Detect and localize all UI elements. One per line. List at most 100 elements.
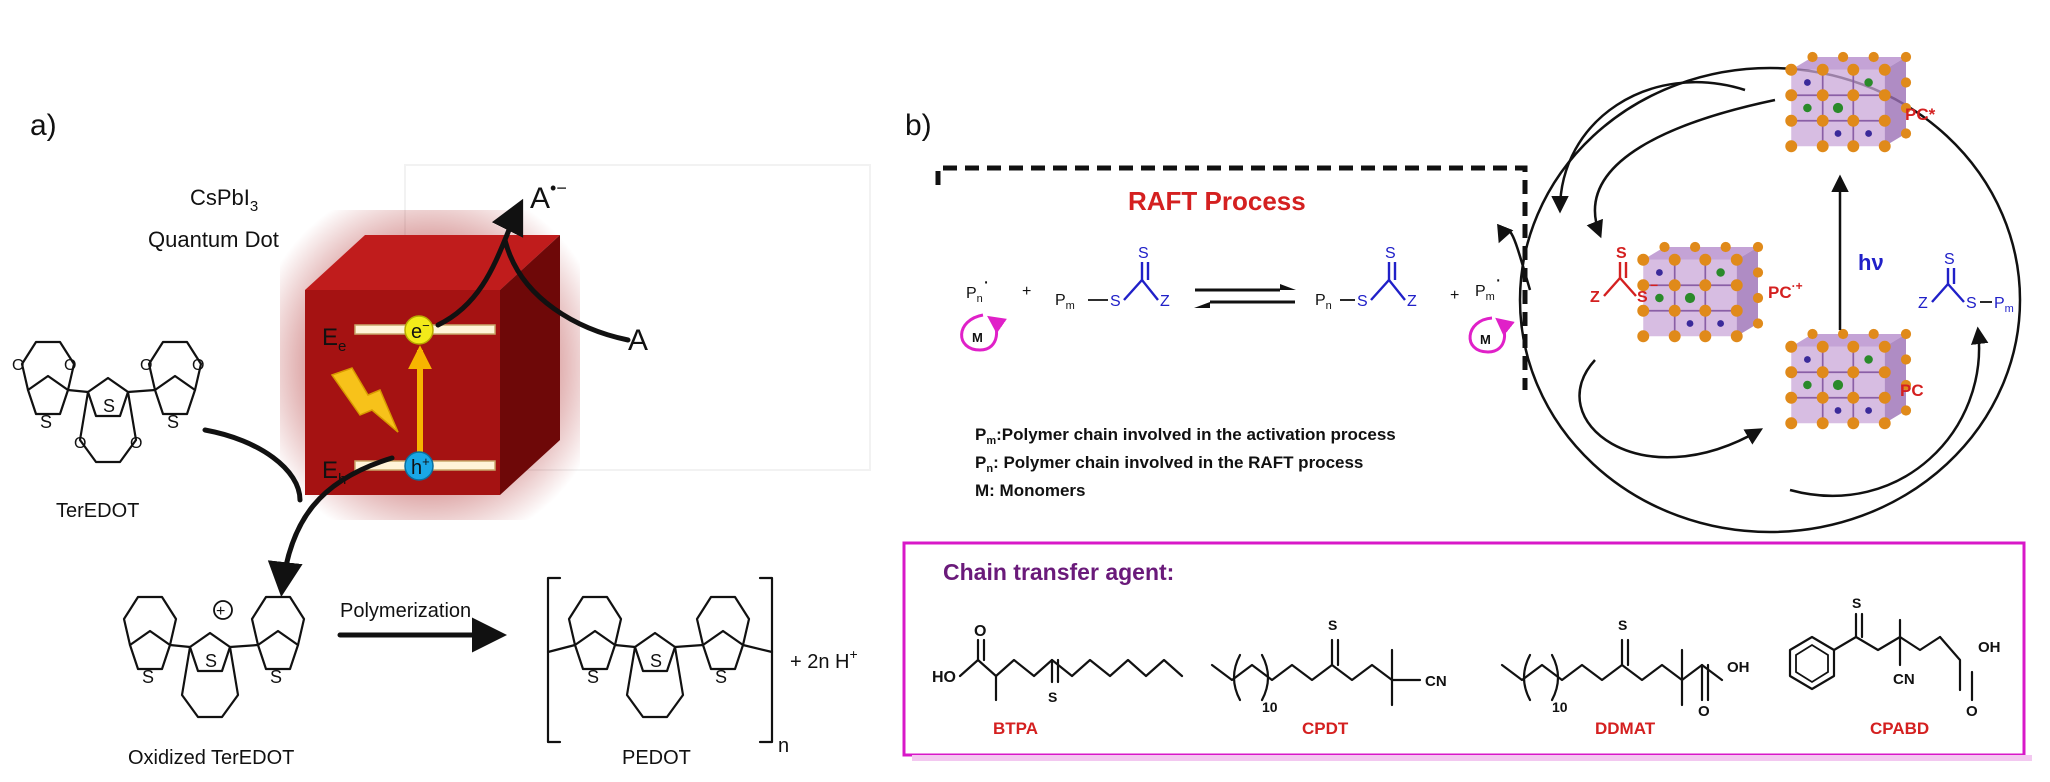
atom-o: O: [64, 357, 76, 374]
pm-symbol: P: [1055, 292, 1066, 309]
atom-s: S: [1110, 293, 1121, 310]
atom-s: S: [715, 667, 727, 687]
pc-radical-cation-charge: ·+: [1792, 279, 1803, 293]
atom-s: S: [167, 412, 179, 432]
svg-text:Pm·: Pm·: [1475, 269, 1502, 303]
oxidized-teredot-molecule: + S S S: [122, 595, 306, 719]
svg-text:PC·+: PC·+: [1768, 279, 1803, 302]
pn-symbol: P: [966, 285, 977, 302]
atom-s: S: [1637, 289, 1648, 306]
cube-top: [305, 235, 560, 290]
pc-label: PC: [1900, 381, 1924, 400]
raft-equation: Pn· M + Pm S S Z Pn S S Z: [960, 245, 1515, 354]
acceptor-arrow: [502, 237, 631, 343]
level-e-label: E: [322, 324, 338, 351]
atom-ho: HO: [932, 669, 956, 686]
cycle-arrow-to-anion: [1586, 98, 1776, 239]
polymerization-label: Polymerization: [340, 600, 471, 622]
plus-sign: +: [1450, 287, 1459, 304]
atom-o: O: [140, 357, 152, 374]
electron-symbol: e: [411, 321, 422, 343]
svg-text:CsPbI3: CsPbI3: [190, 185, 258, 215]
monomer-cycle-arrow: [1468, 316, 1515, 354]
panel-a-label: a): [30, 109, 57, 142]
atom-cn: CN: [1893, 671, 1915, 688]
atom-s: S: [1966, 295, 1977, 312]
svg-text:Pn: Polymer chain involved in: Pn: Polymer chain involved in the RAFT p…: [975, 453, 1363, 475]
panel-b-label: b): [905, 109, 932, 142]
svg-text:+ 2n H+: + 2n H+: [790, 646, 858, 673]
radical-dot: ·: [983, 271, 990, 293]
atom-s: S: [103, 396, 115, 416]
atom-z: Z: [1407, 293, 1417, 310]
chain-length: 10: [1552, 699, 1568, 715]
pm-symbol: P: [1994, 295, 2005, 312]
polymer-subscript: n: [778, 735, 789, 757]
atom-s: S: [1616, 245, 1627, 262]
pc-radical-cation-label: PC: [1768, 283, 1792, 302]
acceptor-radical: A: [530, 182, 550, 215]
oxidized-teredot-label: Oxidized TerEDOT: [128, 747, 294, 769]
pm-subscript: m: [1486, 291, 1495, 303]
atom-s: S: [1385, 245, 1396, 262]
svg-text:Pm: Pm: [1055, 292, 1075, 312]
atom-s: S: [1618, 617, 1627, 633]
anion-charge: −: [1650, 277, 1658, 293]
pn-subscript: n: [1326, 300, 1332, 312]
legend-pn: : Polymer chain involved in the RAFT pro…: [993, 453, 1363, 472]
pn-subscript: n: [986, 463, 993, 475]
cta-title: Chain transfer agent:: [943, 559, 1174, 585]
cpdt-structure: 10 S CN: [1210, 617, 1447, 715]
raft-dashed-frame: [935, 165, 1528, 390]
cta-cpdt: CPDT: [1302, 719, 1349, 738]
atom-o: O: [130, 435, 142, 452]
atom-s: S: [205, 651, 217, 671]
raft-legend: Pm:Polymer chain involved in the activat…: [975, 425, 1396, 500]
pm-subscript: m: [1066, 300, 1075, 312]
level-h-label: E: [322, 457, 338, 484]
svg-text:e−: e−: [411, 318, 430, 343]
byproduct-charge: +: [849, 646, 857, 662]
svg-text:A•−: A•−: [530, 178, 567, 215]
atom-z: Z: [1590, 289, 1600, 306]
cycle-arrow-top-left: [1551, 80, 1746, 214]
atom-oh: OH: [1978, 639, 2001, 656]
pedot-label: PEDOT: [622, 747, 691, 769]
plus-sign: +: [1022, 283, 1031, 300]
monomer-m: M: [972, 330, 983, 345]
ddmat-structure: 10 S O OH: [1500, 617, 1750, 720]
positive-charge-icon: [213, 600, 233, 620]
cycle-arrow-right: [1789, 326, 1989, 497]
pn-symbol: P: [975, 453, 986, 472]
atom-s: S: [270, 667, 282, 687]
crystal-pc-excited: [1784, 51, 1912, 154]
cycle-arrow-to-raft: [1497, 223, 1532, 291]
oxidation-arrow: [267, 455, 395, 597]
radical-dot: ·: [1495, 269, 1502, 291]
svg-text:Pm:Polymer chain involved in t: Pm:Polymer chain involved in the activat…: [975, 425, 1396, 447]
atom-o: O: [12, 357, 24, 374]
electron-transfer-arrow: [435, 198, 524, 328]
atom-s: S: [1852, 595, 1861, 611]
chain-length: 10: [1262, 699, 1278, 715]
cta-box-shadow: [912, 755, 2032, 761]
electron-charge: −: [422, 318, 430, 333]
pm-subscript: m: [986, 435, 996, 447]
atom-o: O: [974, 623, 986, 640]
panel-b: b) RAFT Process Pn· M + Pm S S Z Pn: [902, 51, 2032, 761]
atom-s: S: [1048, 689, 1057, 705]
hv-label: hν: [1858, 250, 1884, 275]
pn-subscript: n: [977, 293, 983, 305]
monomer-to-cube-arrow: [202, 427, 303, 503]
positive-charge: +: [216, 603, 225, 620]
svg-text:Pn: Pn: [1315, 292, 1332, 312]
atom-oh: OH: [1727, 659, 1750, 676]
quantum-dot-cube: Ee Eh e− h+: [280, 210, 580, 520]
lightning-icon: [330, 367, 399, 433]
cta-box: Chain transfer agent: HO O S BTPA 10: [902, 541, 2032, 761]
teredot-label: TerEDOT: [56, 500, 139, 522]
atom-o: O: [192, 357, 204, 374]
svg-text:h+: h+: [411, 454, 430, 479]
byproduct: + 2n H: [790, 651, 849, 673]
